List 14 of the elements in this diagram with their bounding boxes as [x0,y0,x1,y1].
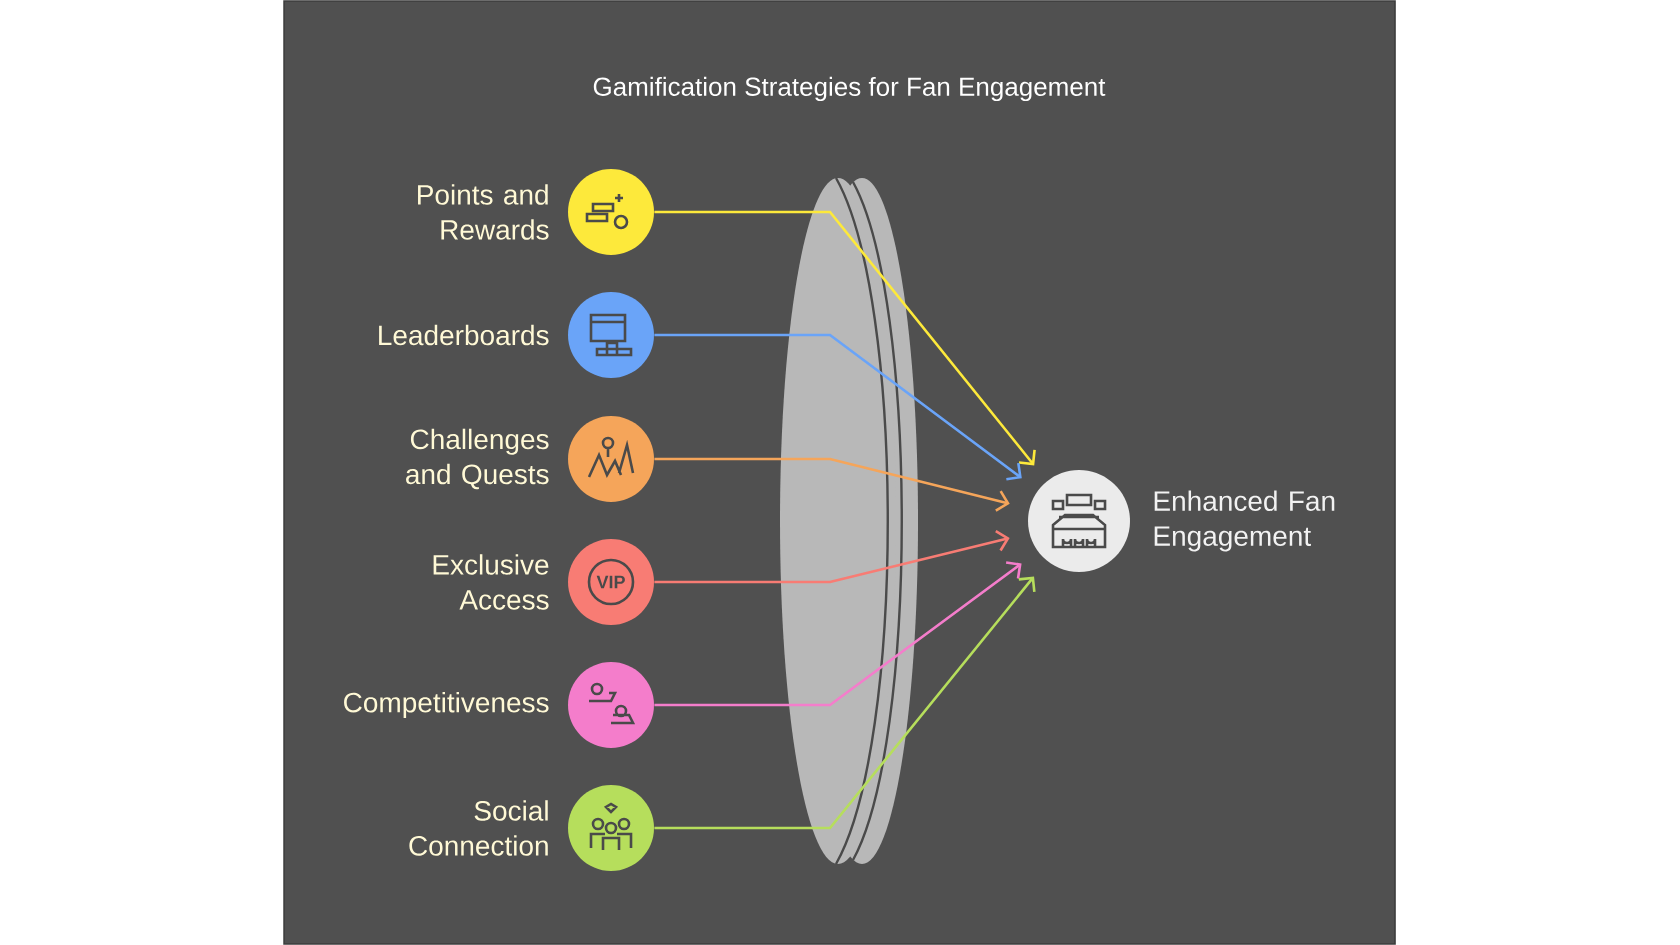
arrow [654,561,1022,707]
node-label: Enhanced Fan Engagement [1154,490,1335,552]
node-label: Competitiveness [344,691,549,719]
node-label: Leaderboards [379,324,549,346]
arrow [654,529,1010,584]
arrow [654,210,1036,466]
arrow [654,576,1036,830]
arrow [654,333,1022,481]
title: Gamification Strategies for Fan Engagement [593,76,1106,102]
node-label: Social Connection [409,800,548,856]
node-label: Exclusive Access [433,554,549,610]
node-label: Challenges and Quests [406,428,549,490]
arrow [654,457,1010,512]
node-label: Points and Rewards [418,184,549,240]
